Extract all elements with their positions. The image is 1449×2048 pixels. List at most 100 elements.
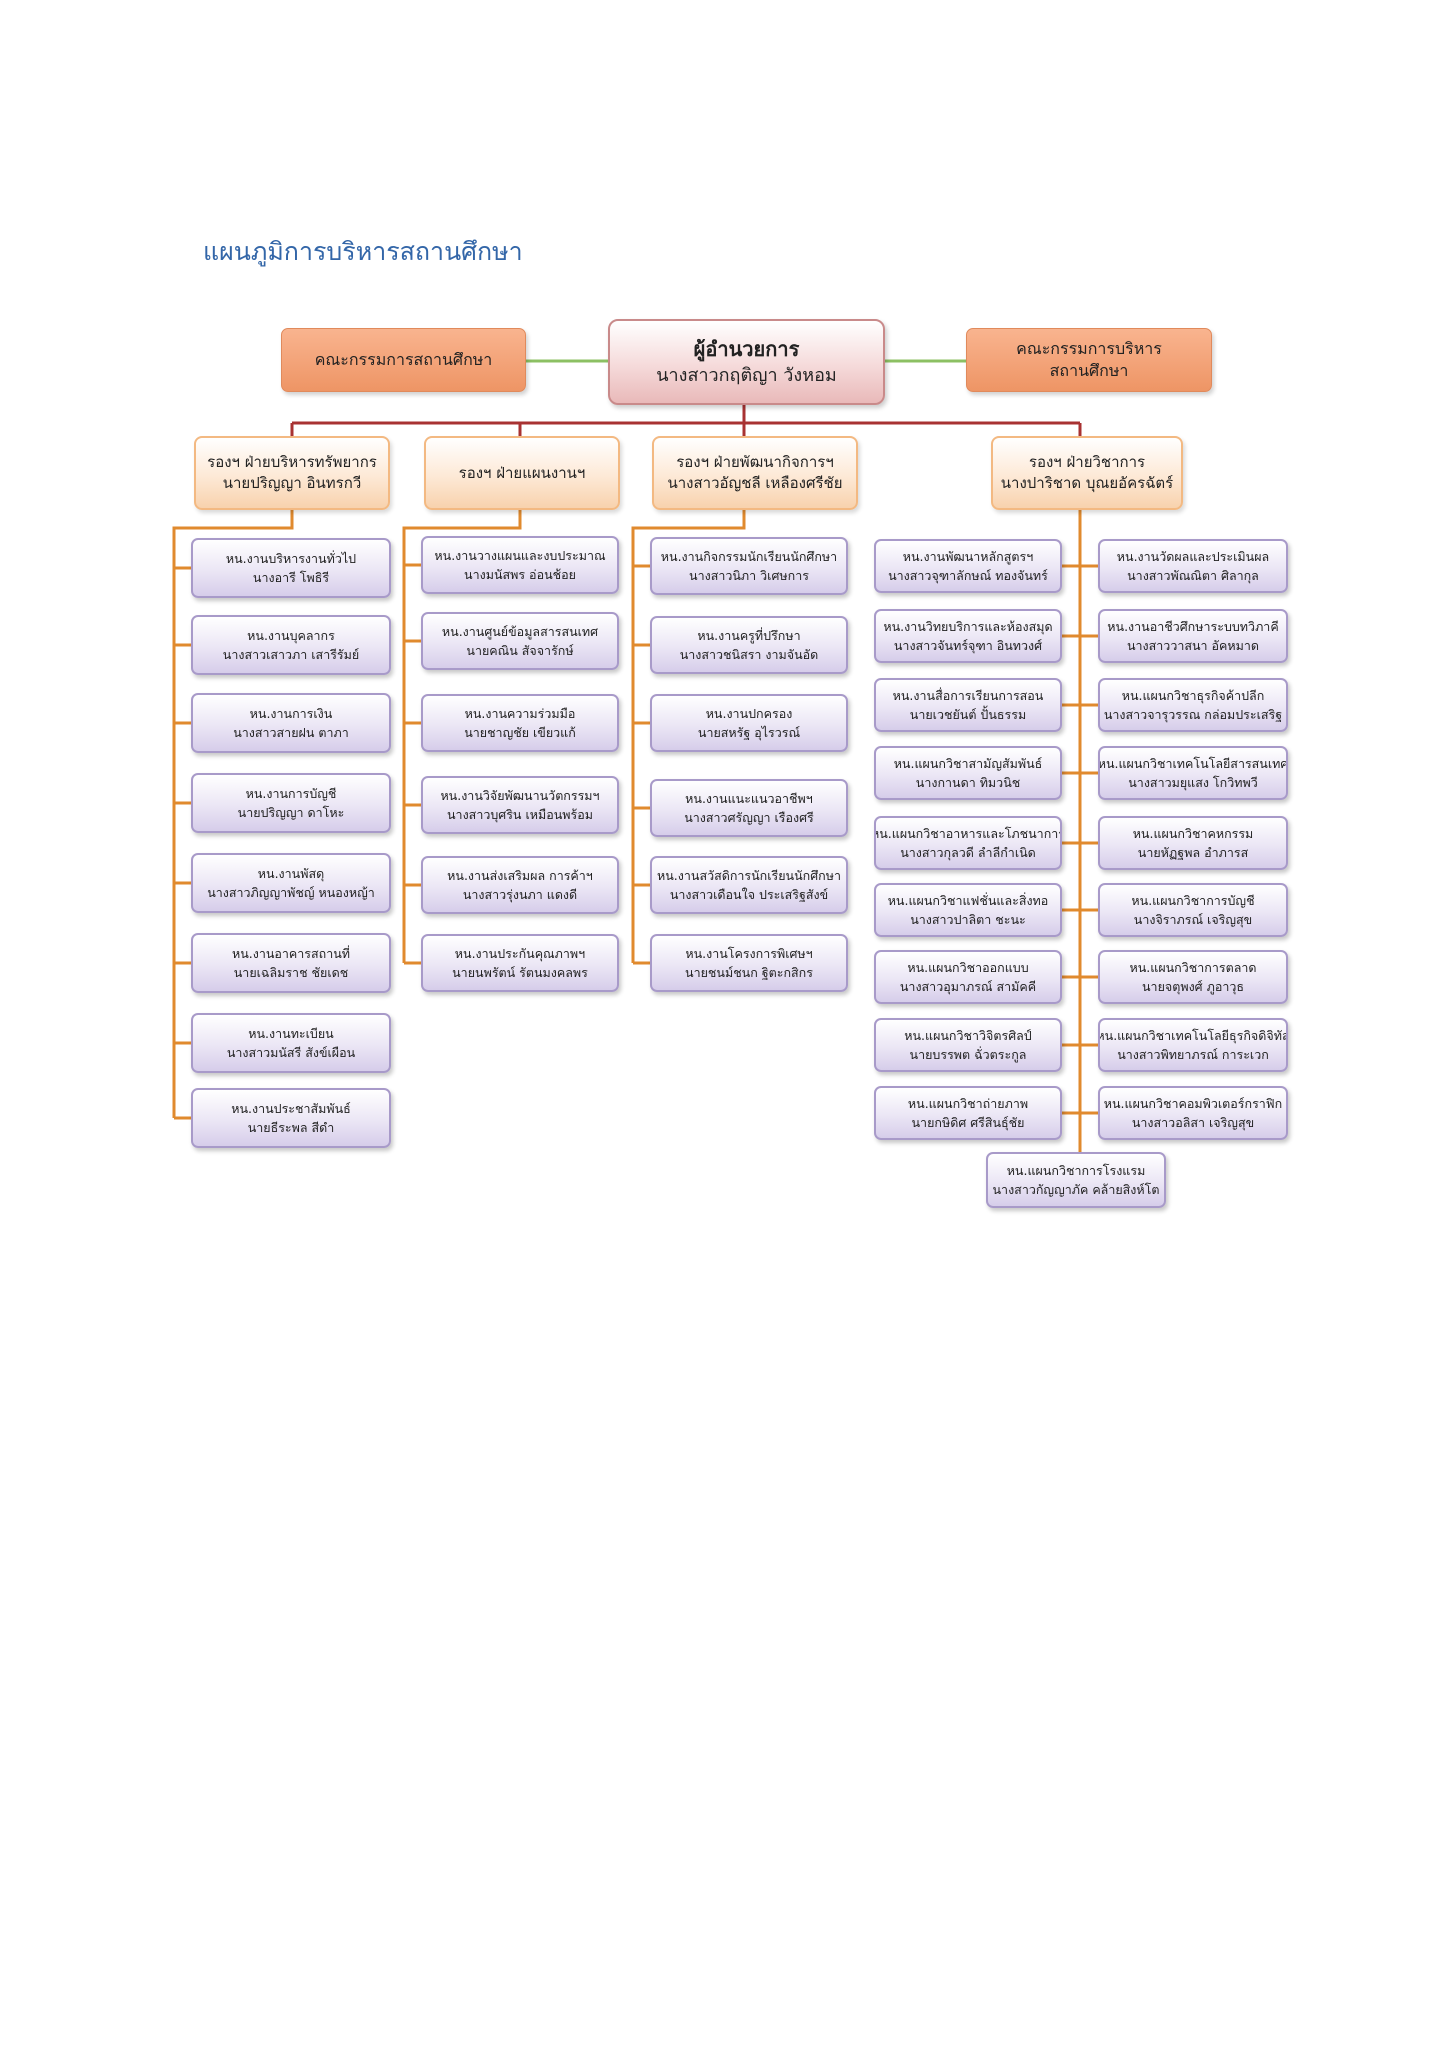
unit-box: หน.แผนกวิชาธุรกิจค้าปลีกนางสาวจารุวรรณ ก…	[1098, 678, 1288, 732]
unit-title: หน.งานบุคลากร	[247, 627, 335, 643]
unit-box: หน.แผนกวิชาเทคโนโลยีสารสนเทศนางสาวมยุแสง…	[1098, 746, 1288, 800]
unit-box: หน.แผนกวิชาออกแบบนางสาวอุมาภรณ์ สามัคคี	[874, 950, 1062, 1004]
unit-title: หน.งานวัดผลและประเมินผล	[1116, 548, 1270, 564]
unit-head-name: นางสาวพิทยาภรณ์ การะเวก	[1117, 1047, 1269, 1062]
unit-head-name: นายกษิดิศ ศรีสินธุ์ชัย	[911, 1115, 1025, 1130]
executive-committee-line2: สถานศึกษา	[1049, 361, 1129, 380]
unit-head-name: นางสาวสายฝน ตาภา	[233, 725, 349, 740]
unit-head-name: นายบรรพต ฉั่วตระกูล	[909, 1047, 1027, 1062]
unit-title: หน.แผนกวิชาธุรกิจค้าปลีก	[1121, 687, 1265, 703]
connector-col45	[1062, 510, 1098, 1152]
page-title: แผนภูมิการบริหารสถานศึกษา	[203, 237, 523, 266]
vp-planning-box: รองฯ ฝ่ายแผนงานฯ	[424, 436, 620, 510]
unit-head-name: นางสาวภิญญาพัชญ์ หนองหญ้า	[207, 885, 375, 900]
unit-title: หน.งานวิจัยพัฒนานวัตกรรมฯ	[440, 787, 600, 803]
unit-box: หน.แผนกวิชาการตลาดนายจตุพงศ์ ภูอาวุธ	[1098, 950, 1288, 1004]
unit-head-name: นายเวชยันต์ ปั้นธรรม	[909, 707, 1027, 722]
unit-head-name: นางสาวกัญญาภัค คล้ายสิงห์โต	[992, 1182, 1160, 1197]
unit-title: หน.แผนกวิชาอาหารและโภชนาการ	[874, 825, 1062, 841]
unit-box: หน.งานพัสดุนางสาวภิญญาพัชญ์ หนองหญ้า	[191, 853, 391, 913]
unit-head-name: นางสาวรุ่งนภา แดงดี	[462, 887, 578, 902]
unit-box: หน.แผนกวิชาคอมพิวเตอร์กราฟิกนางสาวอลิสา …	[1098, 1086, 1288, 1140]
unit-head-name: นางสาวอุมาภรณ์ สามัคคี	[899, 979, 1037, 994]
unit-head-name: นายจตุพงศ์ ภูอาวุธ	[1142, 979, 1244, 994]
unit-title: หน.งานครูที่ปรึกษา	[697, 627, 801, 643]
unit-box: หน.งานศูนย์ข้อมูลสารสนเทศนายคณิน สัจจารั…	[421, 612, 619, 670]
vp-resources-box: รองฯ ฝ่ายบริหารทรัพยากร นายปริญญา อินทรก…	[194, 436, 390, 510]
unit-head-name: นางสาวจุฑาลักษณ์ ทองจันทร์	[888, 568, 1048, 583]
unit-box: หน.แผนกวิชาแฟชั่นและสิ่งทอนางสาวปาลิตา ช…	[874, 883, 1062, 937]
unit-title: หน.งานสื่อการเรียนการสอน	[892, 687, 1044, 703]
unit-box: หน.งานทะเบียนนางสาวมนัสรี สังข์เผือน	[191, 1013, 391, 1073]
unit-head-name: นางสาวปาลิตา ชะนะ	[910, 912, 1026, 927]
unit-box: หน.งานบุคลากรนางสาวเสาวภา เสารีรัมย์	[191, 615, 391, 675]
unit-head-name: นายคณิน สัจจารักษ์	[466, 643, 574, 658]
unit-box: หน.งานวางแผนและงบประมาณนางมนัสพร อ่อนช้อ…	[421, 536, 619, 594]
unit-head-name: นางสาวชนิสรา งามจันอัด	[679, 647, 819, 662]
unit-box: หน.งานวิทยบริการและห้องสมุดนางสาวจันทร์จ…	[874, 609, 1062, 663]
unit-title: หน.งานการเงิน	[249, 705, 333, 721]
vp-name: นางสาวอัญชลี เหลืองศรีชัย	[667, 474, 843, 492]
vp-student-affairs-box: รองฯ ฝ่ายพัฒนากิจการฯ นางสาวอัญชลี เหลือ…	[652, 436, 858, 510]
unit-head-name: นางสาวจันทร์จุฑา อินทวงศ์	[893, 638, 1043, 653]
unit-title: หน.งานบริหารงานทั่วไป	[225, 550, 357, 566]
vp-role: รองฯ ฝ่ายวิชาการ	[1028, 453, 1146, 471]
unit-title: หน.แผนกวิชาวิจิตรศิลป์	[904, 1027, 1032, 1043]
unit-box: หน.งานแนะแนวอาชีพฯนางสาวศรัญญา เรืองศรี	[650, 779, 848, 837]
vp-role: รองฯ ฝ่ายพัฒนากิจการฯ	[676, 453, 834, 471]
unit-box: หน.แผนกวิชาการบัญชีนางจิราภรณ์ เจริญสุข	[1098, 883, 1288, 937]
unit-box: หน.งานบริหารงานทั่วไปนางอารี โพธิรี	[191, 538, 391, 598]
unit-head-name: นางสาวนิภา วิเศษการ	[689, 568, 809, 583]
unit-box: หน.แผนกวิชาสามัญสัมพันธ์นางกานดา ทิมวนิช	[874, 746, 1062, 800]
vp-name: นายปริญญา อินทรกวี	[222, 474, 362, 492]
executive-committee-box: คณะกรรมการบริหาร สถานศึกษา	[966, 328, 1212, 392]
unit-head-name: นายชนม์ชนก ฐิตะกสิกร	[685, 965, 813, 980]
unit-head-name: นางสาววาสนา อัคหมาด	[1126, 638, 1260, 653]
unit-head-name: นางอารี โพธิรี	[252, 570, 330, 585]
unit-box: หน.งานส่งเสริมผล การค้าฯนางสาวรุ่งนภา แด…	[421, 856, 619, 914]
unit-head-name: นายเฉลิมราช ชัยเดช	[233, 965, 349, 980]
unit-box: หน.งานการเงินนางสาวสายฝน ตาภา	[191, 693, 391, 753]
unit-box: หน.แผนกวิชาอาหารและโภชนาการนางสาวกุลวดี …	[874, 816, 1062, 870]
unit-box: หน.แผนกวิชาถ่ายภาพนายกษิดิศ ศรีสินธุ์ชัย	[874, 1086, 1062, 1140]
executive-committee-line1: คณะกรรมการบริหาร	[1016, 338, 1162, 358]
unit-box: หน.แผนกวิชาการโรงแรมนางสาวกัญญาภัค คล้าย…	[986, 1152, 1166, 1208]
unit-head-name: นางสาวเสาวภา เสารีรัมย์	[222, 647, 360, 662]
unit-box: หน.งานสวัสดิการนักเรียนนักศึกษานางสาวเดื…	[650, 856, 848, 914]
unit-box: หน.งานความร่วมมือนายชาญชัย เขียวแก้	[421, 694, 619, 752]
unit-title: หน.งานโครงการพิเศษฯ	[685, 945, 813, 961]
director-role: ผู้อำนวยการ	[693, 337, 800, 362]
unit-head-name: นางสาวอลิสา เจริญสุข	[1131, 1115, 1255, 1130]
unit-box: หน.งานสื่อการเรียนการสอนนายเวชยันต์ ปั้น…	[874, 678, 1062, 732]
unit-title: หน.แผนกวิชาเทคโนโลยีธุรกิจดิจิทัล	[1098, 1027, 1288, 1043]
unit-title: หน.งานพัฒนาหลักสูตรฯ	[902, 548, 1034, 564]
unit-box: หน.งานกิจกรรมนักเรียนนักศึกษานางสาวนิภา …	[650, 537, 848, 595]
vp-role: รองฯ ฝ่ายบริหารทรัพยากร	[207, 453, 377, 471]
unit-title: หน.แผนกวิชาแฟชั่นและสิ่งทอ	[887, 892, 1049, 908]
unit-title: หน.งานวิทยบริการและห้องสมุด	[883, 618, 1053, 634]
unit-title: หน.งานแนะแนวอาชีพฯ	[685, 790, 813, 806]
unit-title: หน.แผนกวิชาการบัญชี	[1131, 892, 1255, 908]
unit-head-name: นางกานดา ทิมวนิช	[915, 775, 1021, 790]
unit-title: หน.งานสวัสดิการนักเรียนนักศึกษา	[657, 867, 841, 883]
school-committee-label: คณะกรรมการสถานศึกษา	[314, 349, 493, 369]
director-box: ผู้อำนวยการ นางสาวกฤติญา วังหอม	[608, 319, 885, 405]
unit-box: หน.งานอาคารสถานที่นายเฉลิมราช ชัยเดช	[191, 933, 391, 993]
unit-head-name: นายหัฏฐพล อำภารส	[1137, 845, 1249, 860]
unit-title: หน.งานทะเบียน	[248, 1025, 334, 1041]
unit-title: หน.งานการบัญชี	[245, 785, 337, 801]
unit-head-name: นางสาวมนัสรี สังข์เผือน	[226, 1045, 356, 1060]
unit-box: หน.งานครูที่ปรึกษานางสาวชนิสรา งามจันอัด	[650, 616, 848, 674]
unit-title: หน.แผนกวิชาถ่ายภาพ	[907, 1095, 1029, 1111]
vp-academic-box: รองฯ ฝ่ายวิชาการ นางปาริชาด บุณยอัครฉัตร…	[991, 436, 1183, 510]
unit-head-name: นางสาวบุศริน เหมือนพร้อม	[447, 807, 593, 822]
unit-box: หน.แผนกวิชาเทคโนโลยีธุรกิจดิจิทัลนางสาวพ…	[1098, 1018, 1288, 1072]
unit-head-name: นางสาวกุลวดี ลำลีกำเนิด	[900, 845, 1036, 860]
unit-title: หน.แผนกวิชาคหกรรม	[1132, 825, 1254, 841]
unit-box: หน.แผนกวิชาวิจิตรศิลป์นายบรรพต ฉั่วตระกู…	[874, 1018, 1062, 1072]
unit-title: หน.งานกิจกรรมนักเรียนนักศึกษา	[660, 548, 838, 564]
unit-title: หน.งานศูนย์ข้อมูลสารสนเทศ	[441, 623, 599, 639]
unit-title: หน.งานประชาสัมพันธ์	[231, 1100, 351, 1116]
unit-title: หน.แผนกวิชาการตลาด	[1129, 959, 1257, 975]
unit-title: หน.งานอาคารสถานที่	[231, 945, 351, 961]
